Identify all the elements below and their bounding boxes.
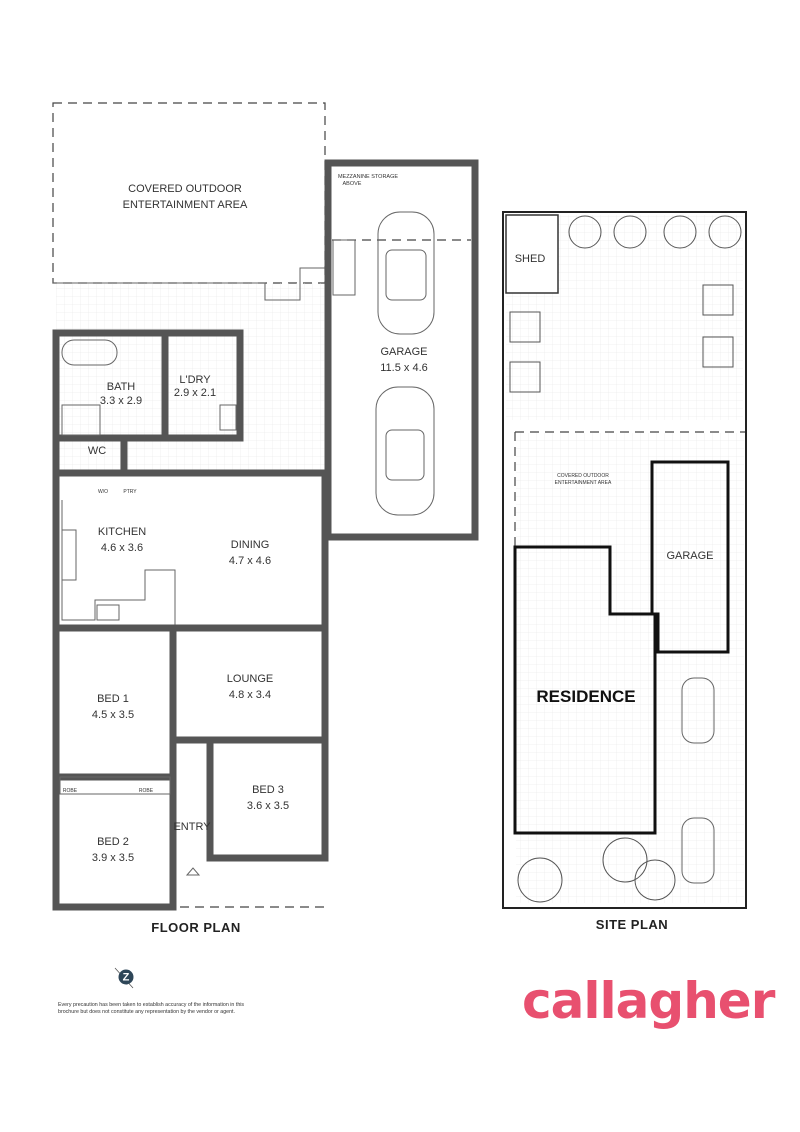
room-size: 4.7 x 4.6 (229, 555, 271, 567)
room-label: ROBE (139, 788, 154, 794)
tree-icons (509, 215, 742, 393)
site-boundary (502, 211, 747, 909)
room-label: ENTERTAINMENT AREA (123, 199, 248, 211)
room-size: 4.8 x 3.4 (229, 689, 271, 701)
covered-area-label: ENTERTAINMENT AREA (555, 480, 612, 486)
car-icon (377, 211, 435, 335)
room-label: LOUNGE (227, 673, 273, 685)
room-label: ENTRY (173, 821, 211, 833)
disclaimer: Every precaution has been taken to estab… (58, 1002, 245, 1015)
floor-plan: COVERED OUTDOOR ENTERTAINMENT AREA MEZZA… (52, 102, 479, 935)
garden-icons (517, 837, 676, 903)
compass-north-icon: Z (114, 967, 134, 989)
room-label: MEZZANINE STORAGE (338, 174, 398, 180)
room-label: ABOVE (343, 181, 362, 187)
svg-text:Z: Z (123, 972, 130, 984)
room-size: 3.3 x 2.9 (100, 395, 142, 407)
room-label: BED 1 (97, 693, 129, 705)
room-size: 2.9 x 2.1 (174, 387, 216, 399)
room-label: ROBE (63, 788, 78, 794)
cooktop-icon (96, 604, 120, 621)
room-label: L'DRY (179, 374, 211, 386)
kitchen-dining-walls (52, 469, 329, 632)
garage-walls (324, 159, 479, 541)
site-residence (513, 545, 657, 835)
room-label: PTRY (123, 489, 137, 495)
residence-label: RESIDENCE (536, 687, 635, 706)
room-label: BATH (107, 381, 136, 393)
washer-icon (219, 404, 237, 431)
room-size: 4.5 x 3.5 (92, 709, 134, 721)
room-label: BED 2 (97, 836, 129, 848)
room-size: 11.5 x 4.6 (380, 362, 428, 374)
bed3-walls (206, 736, 329, 862)
site-plan-title: SITE PLAN (596, 917, 668, 932)
room-label: GARAGE (380, 346, 427, 358)
site-plan: SHED COVERED OUTDOOR ENTERTAINMENT AREA … (502, 211, 747, 932)
car-icon (375, 386, 435, 516)
room-label: W/O (98, 489, 108, 495)
entry-marker-icon (185, 867, 201, 876)
room-size: 3.9 x 3.5 (92, 852, 134, 864)
floor-plan-title: FLOOR PLAN (151, 920, 241, 935)
room-size: 4.6 x 3.6 (101, 542, 143, 554)
room-size: 3.6 x 3.5 (247, 800, 289, 812)
bath-laundry-walls (52, 329, 244, 442)
shed (505, 214, 559, 294)
room-label: BED 3 (252, 784, 284, 796)
room-label: COVERED OUTDOOR (128, 183, 242, 195)
room-label: KITCHEN (98, 526, 146, 538)
garage-label: GARAGE (666, 550, 713, 562)
shed-label: SHED (515, 253, 546, 265)
room-label: DINING (231, 539, 270, 551)
callagher-logo: callagher (522, 972, 775, 1030)
car-icon (681, 817, 715, 884)
car-icon (681, 677, 715, 744)
room-label: WC (88, 445, 106, 457)
covered-area-label: COVERED OUTDOOR (557, 473, 609, 479)
sink-icon (61, 529, 77, 581)
